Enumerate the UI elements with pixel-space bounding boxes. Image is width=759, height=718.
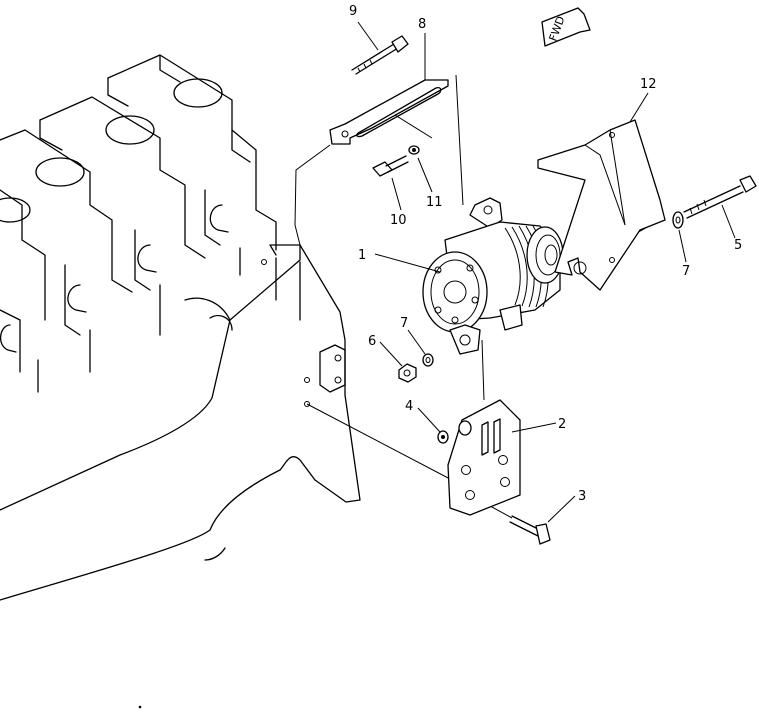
callout-4: 4 (405, 399, 413, 414)
callout-labels: 9 8 12 5 7 1 7 6 4 2 3 10 11 (349, 4, 742, 504)
callout-3: 3 (578, 489, 586, 504)
plate-2 (447, 399, 521, 516)
bolt-9 (351, 35, 409, 75)
callout-2: 2 (558, 417, 566, 432)
callout-7-center: 7 (400, 316, 408, 331)
stray-dot (138, 705, 142, 709)
callout-9: 9 (349, 4, 357, 19)
bolt-3 (509, 515, 551, 545)
callout-leaders (357, 21, 736, 523)
callout-7-right: 7 (682, 264, 690, 279)
nut-6 (398, 363, 417, 383)
engine-block (0, 54, 361, 601)
fwd-direction-tag: FWD (541, 7, 591, 47)
callout-1: 1 (358, 248, 366, 263)
callout-11: 11 (426, 195, 443, 210)
callout-5: 5 (734, 238, 742, 253)
bolt-5 (683, 175, 757, 219)
callout-8: 8 (418, 17, 426, 32)
washer-7-center (422, 353, 434, 367)
bolt-10 (372, 155, 409, 177)
washer-4 (437, 430, 449, 444)
alternator (422, 197, 564, 355)
guard-12 (537, 119, 666, 291)
callout-10: 10 (390, 213, 407, 228)
washer-11 (408, 145, 420, 155)
callout-12: 12 (640, 77, 657, 92)
washer-7-right (672, 211, 684, 229)
callout-6: 6 (368, 334, 376, 349)
adjusting-bracket (329, 79, 449, 145)
